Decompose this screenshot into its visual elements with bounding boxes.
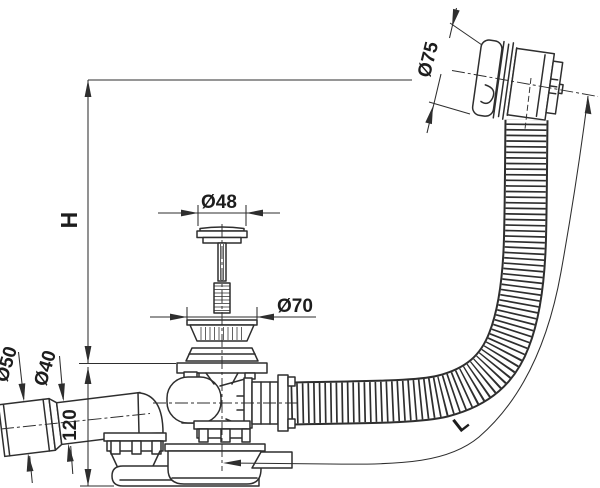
label-height-h: H: [56, 212, 82, 229]
label-waste-dia-70: Ø70: [277, 296, 313, 317]
label-plug-dia-48: Ø48: [201, 192, 237, 213]
trap-nut-left: [103, 432, 167, 467]
label-outlet-dia-40: Ø40: [30, 348, 61, 388]
corrugated-hose: [290, 119, 549, 426]
outlet-elbow: [137, 391, 164, 435]
label-trap-depth-120: 120: [60, 409, 81, 441]
overflow-head: [471, 39, 564, 121]
label-outlet-dia-50: Ø50: [0, 344, 22, 384]
label-hose-length-l: L: [449, 411, 473, 437]
trap-cup: [164, 443, 266, 485]
centerlines: [0, 70, 599, 471]
siphon-body: [166, 371, 253, 428]
overflow-cap-detail: [480, 84, 495, 105]
label-overflow-dia-75: Ø75: [414, 39, 443, 79]
dimension-arrows: [18, 8, 592, 486]
dimension-lines: [17, 7, 589, 487]
